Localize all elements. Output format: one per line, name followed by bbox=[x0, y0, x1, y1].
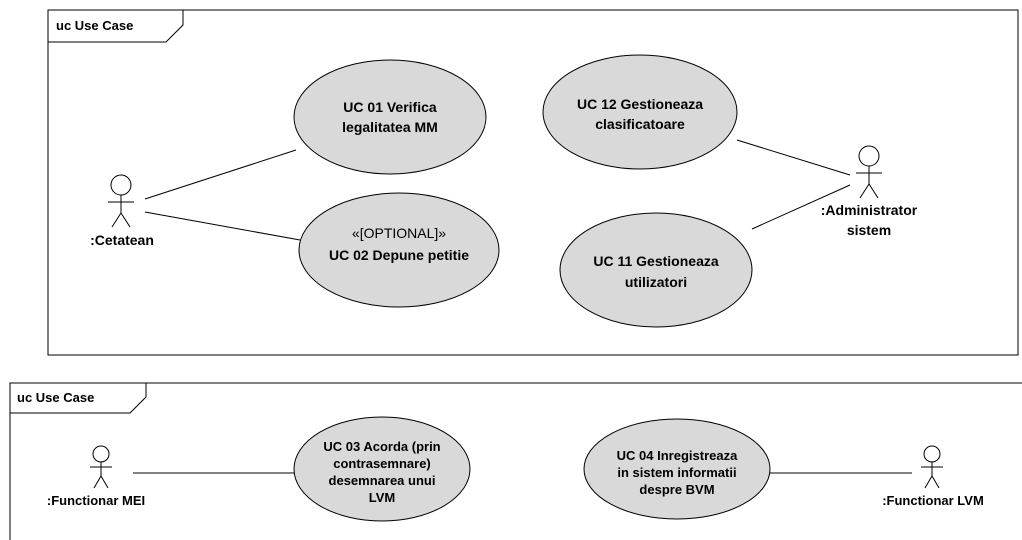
uc04-label-line-1: UC 04 Inregistreaza bbox=[617, 448, 738, 463]
stick-figure-icon bbox=[856, 145, 882, 199]
uc04-label-line-2: in sistem informatii bbox=[617, 465, 736, 480]
uc02-stereotype: «[OPTIONAL]» bbox=[352, 225, 446, 241]
frame-2-title: uc Use Case bbox=[17, 390, 94, 405]
actor-administrator-label-line-2: sistem bbox=[847, 222, 891, 238]
use-case-uc11[interactable]: UC 11 Gestioneaza utilizatori bbox=[559, 212, 753, 328]
uc12-label-line-1: UC 12 Gestioneaza bbox=[577, 96, 703, 112]
stick-figure-icon bbox=[90, 445, 112, 489]
frame-1: uc Use Case bbox=[47, 9, 1019, 356]
uc01-label-line-2: legalitatea MM bbox=[342, 119, 438, 135]
uc12-ellipse bbox=[542, 54, 738, 170]
uc11-ellipse bbox=[559, 212, 753, 328]
uc04-label-line-3: despre BVM bbox=[639, 482, 714, 497]
actor-functionar-lvm-label: :Functionar LVM bbox=[882, 493, 984, 508]
use-case-uc12[interactable]: UC 12 Gestioneaza clasificatoare bbox=[542, 54, 738, 170]
actor-cetatean-label: :Cetatean bbox=[90, 232, 154, 248]
use-case-uc01[interactable]: UC 01 Verifica legalitatea MM bbox=[293, 59, 487, 175]
uc03-label-line-3: desemnarea unui bbox=[329, 473, 436, 488]
stick-figure-icon bbox=[108, 174, 134, 228]
frame-1-border bbox=[47, 9, 1019, 356]
uc11-label-line-1: UC 11 Gestioneaza bbox=[593, 253, 718, 269]
frame-2-border bbox=[9, 382, 1022, 540]
stick-figure-icon bbox=[921, 445, 943, 489]
actor-administrator[interactable]: :Administrator sistem bbox=[821, 145, 918, 238]
association-cetatean-uc01 bbox=[144, 149, 297, 200]
use-case-uc02[interactable]: «[OPTIONAL]» UC 02 Depune petitie bbox=[298, 192, 500, 308]
frame-2: uc Use Case bbox=[9, 382, 1022, 540]
association-cetatean-uc02 bbox=[144, 211, 301, 241]
frame-1-tab bbox=[47, 9, 184, 43]
uc03-label-line-2: contrasemnare) bbox=[333, 456, 431, 471]
uc03-label-line-4: LVM bbox=[369, 490, 395, 505]
actor-functionar-mei-label: :Functionar MEI bbox=[47, 493, 145, 508]
uc01-label-line-1: UC 01 Verifica bbox=[343, 99, 437, 115]
uc04-ellipse bbox=[583, 418, 771, 520]
uc12-label-line-2: clasificatoare bbox=[595, 116, 685, 132]
use-case-uc03[interactable]: UC 03 Acorda (prin contrasemnare) desemn… bbox=[293, 416, 471, 522]
frame-1-title: uc Use Case bbox=[56, 18, 133, 33]
actor-cetatean[interactable]: :Cetatean bbox=[90, 174, 154, 248]
actor-functionar-mei[interactable]: :Functionar MEI bbox=[47, 445, 145, 508]
uc01-ellipse bbox=[293, 59, 487, 175]
uc02-ellipse bbox=[298, 192, 500, 308]
uc11-label-line-2: utilizatori bbox=[625, 274, 687, 290]
use-case-uc04[interactable]: UC 04 Inregistreaza in sistem informatii… bbox=[583, 418, 771, 520]
frame-1-associations bbox=[144, 139, 851, 241]
uc03-ellipse bbox=[293, 416, 471, 522]
frame-2-tab bbox=[9, 382, 147, 414]
association-admin-uc11 bbox=[751, 184, 851, 230]
association-admin-uc12 bbox=[736, 139, 851, 176]
actor-functionar-lvm[interactable]: :Functionar LVM bbox=[882, 445, 984, 508]
uc02-label: UC 02 Depune petitie bbox=[329, 247, 469, 263]
uc03-label-line-1: UC 03 Acorda (prin bbox=[323, 439, 440, 454]
actor-administrator-label-line-1: :Administrator bbox=[821, 202, 918, 218]
